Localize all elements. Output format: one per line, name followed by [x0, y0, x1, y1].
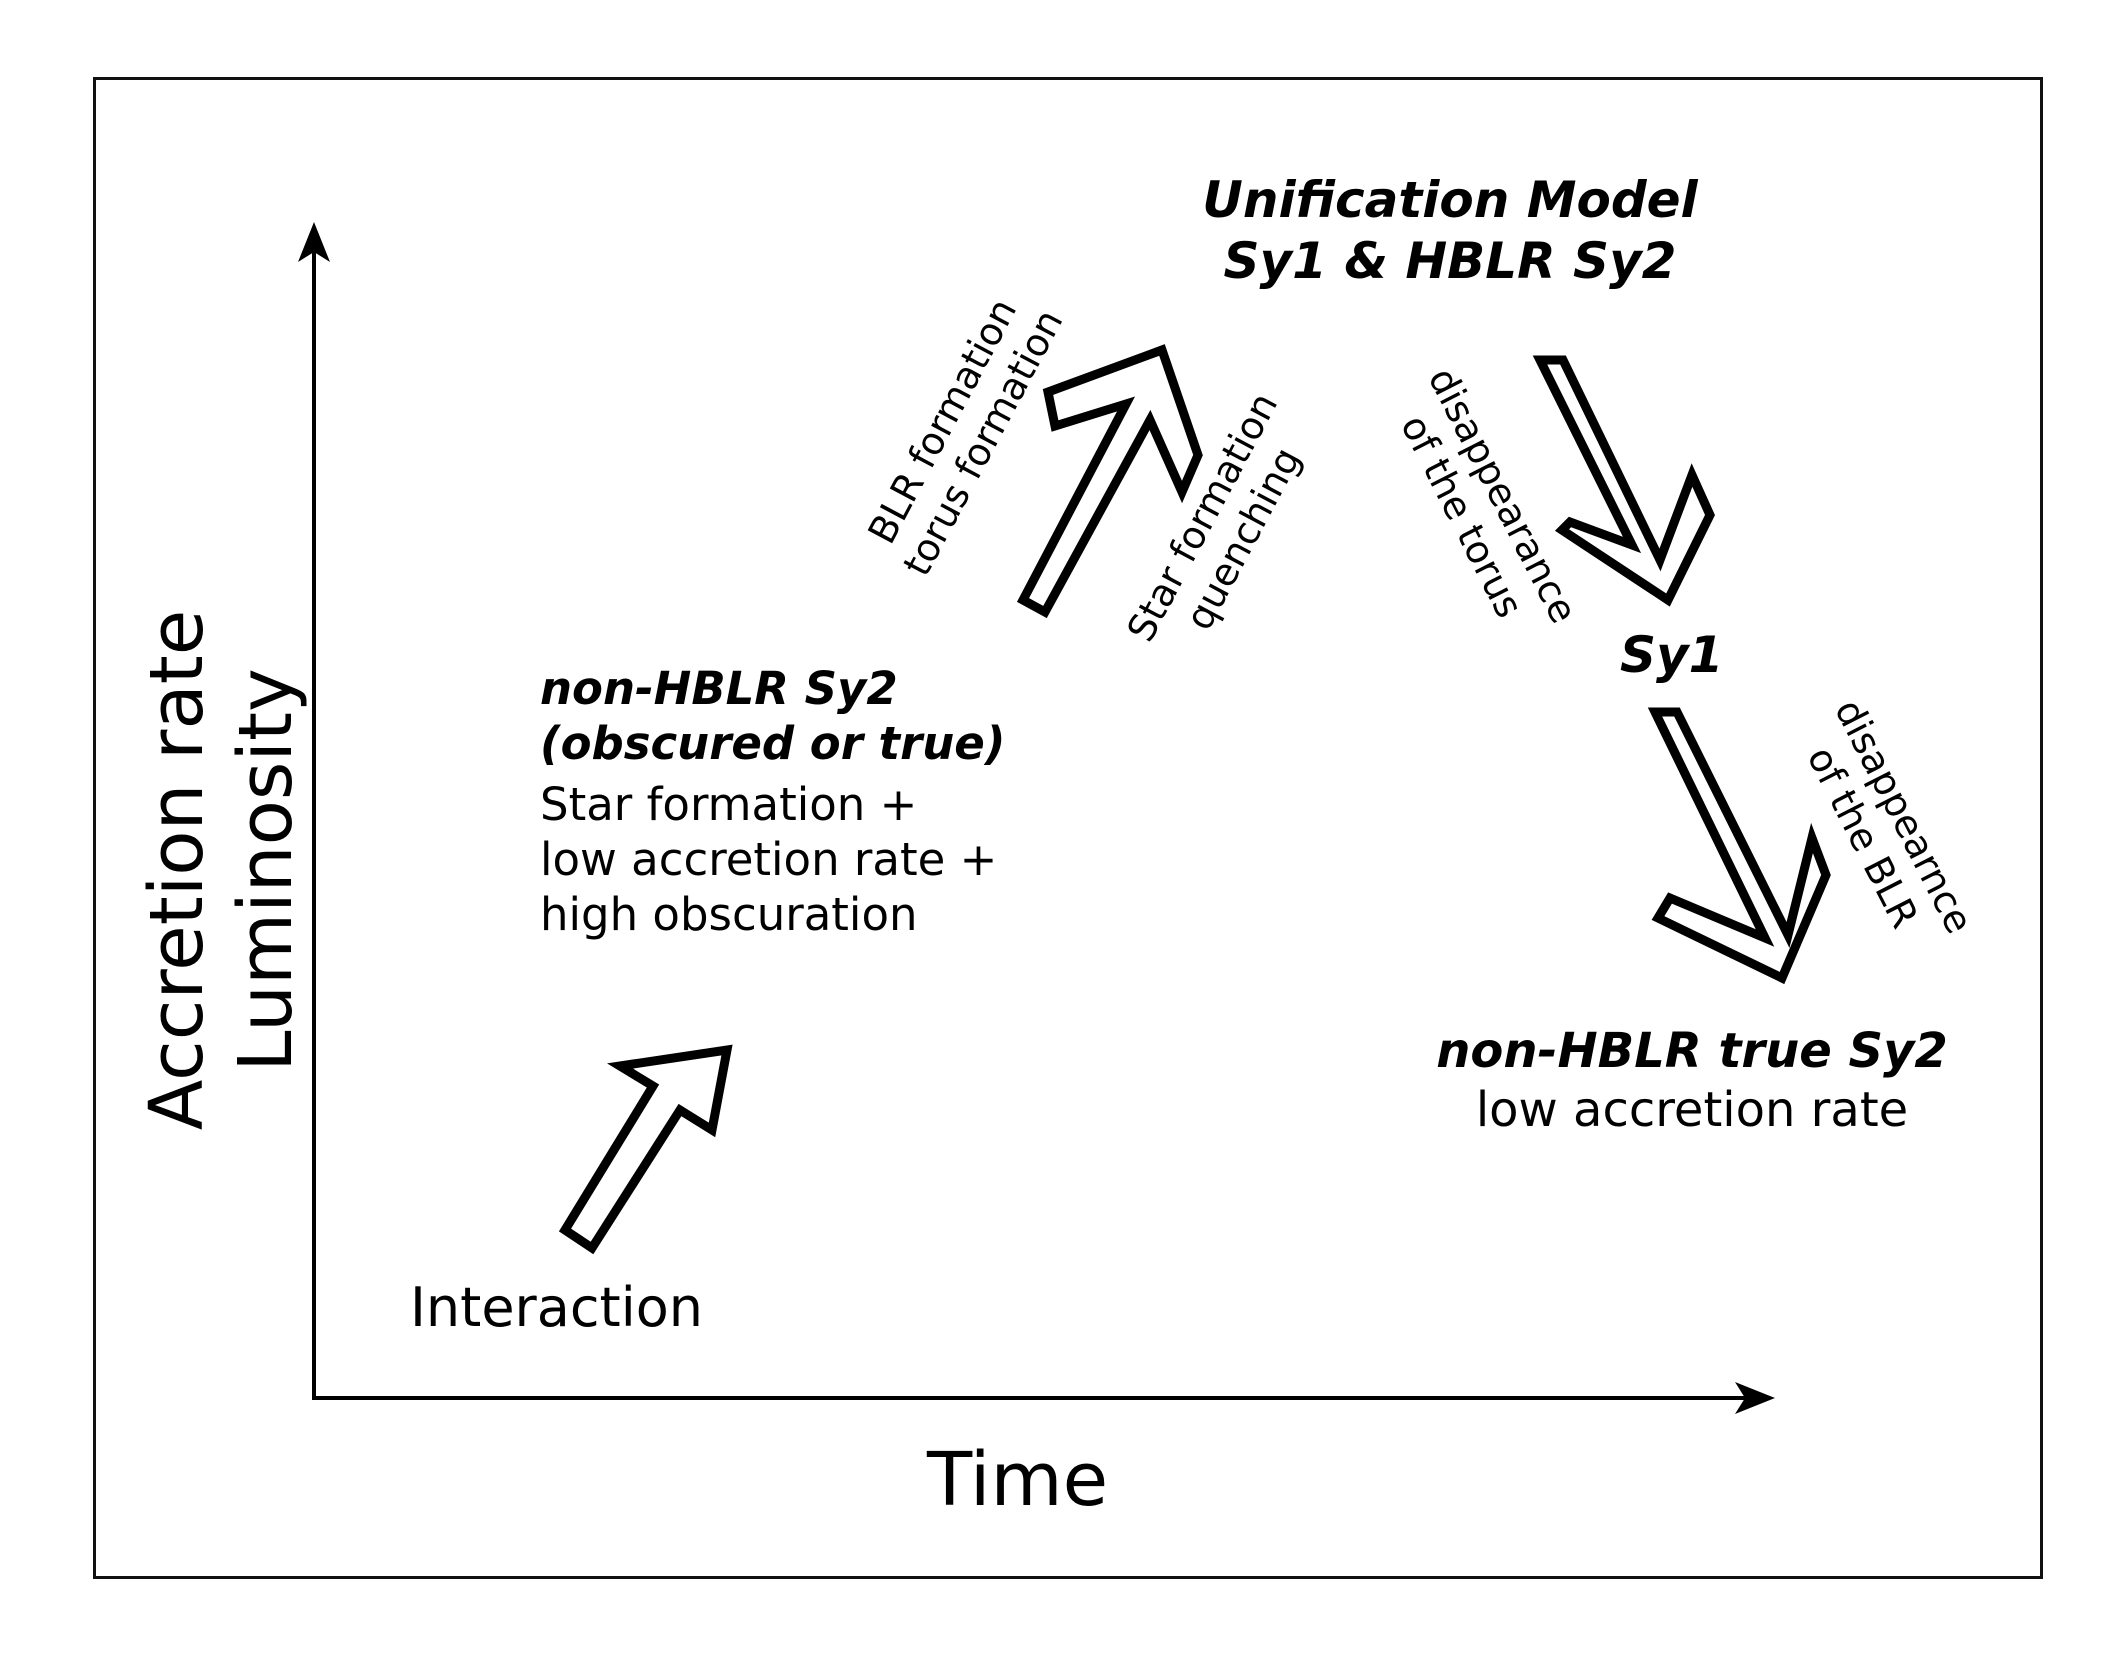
arrow-torus-disappear-down — [1532, 355, 1715, 607]
arrow-blr-disappear-down — [1647, 707, 1831, 985]
unification-model-title: Unification Model — [1202, 171, 1698, 229]
sy1-label: Sy1 — [1620, 626, 1724, 684]
unification-model-subtitle: Sy1 & HBLR Sy2 — [1223, 232, 1677, 290]
arrow-interaction-up — [558, 1044, 733, 1255]
y-axis-label-line1: Accretion rate — [134, 609, 221, 1131]
nonhblr-desc-line1: Star formation + — [540, 777, 918, 831]
nonhblr-sy2-subtitle: (obscured or true) — [540, 716, 1006, 770]
unification-model-block: Unification Model Sy1 & HBLR Sy2 — [1202, 170, 1697, 292]
y-axis-arrowhead — [298, 222, 330, 262]
nonhblr-sy2-block: non-HBLR Sy2 (obscured or true) Star for… — [540, 662, 1005, 942]
nonhblr-desc-line3: high obscuration — [540, 887, 918, 941]
true-sy2-block: non-HBLR true Sy2 low accretion rate — [1436, 1022, 1948, 1139]
x-axis-arrowhead — [1735, 1382, 1775, 1414]
y-axis-label: Accretion rate Luminosity — [133, 610, 311, 1131]
interaction-label: Interaction — [410, 1276, 703, 1339]
x-axis-label: Time — [927, 1437, 1109, 1523]
diagram-frame — [93, 77, 2043, 1579]
true-sy2-desc: low accretion rate — [1475, 1081, 1909, 1138]
nonhblr-sy2-title: non-HBLR Sy2 — [540, 662, 898, 715]
y-axis-label-line2: Luminosity — [223, 668, 309, 1072]
true-sy2-title: non-HBLR true Sy2 — [1436, 1023, 1948, 1079]
nonhblr-desc-line2: low accretion rate + — [540, 832, 998, 886]
arrow-blr-formation-up — [1016, 344, 1203, 619]
